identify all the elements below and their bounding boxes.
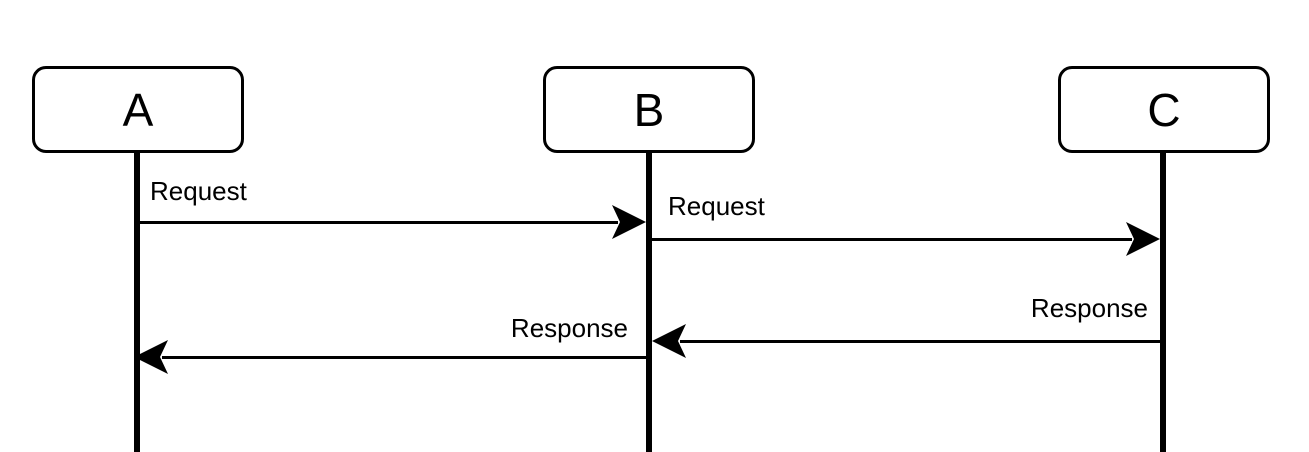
message-line-b-to-c bbox=[652, 238, 1132, 241]
actor-box-c: C bbox=[1058, 66, 1270, 153]
lifeline-b bbox=[646, 152, 652, 452]
arrowhead-right-icon bbox=[612, 205, 646, 239]
lifeline-c bbox=[1160, 152, 1166, 452]
message-label-response-2: Response bbox=[510, 313, 628, 343]
arrowhead-right-icon bbox=[1126, 222, 1160, 256]
message-line-a-to-b bbox=[137, 221, 618, 224]
arrowhead-left-icon bbox=[652, 324, 686, 358]
actor-box-a: A bbox=[32, 66, 244, 153]
actor-label-c: C bbox=[1147, 83, 1181, 136]
actor-box-b: B bbox=[543, 66, 755, 153]
message-line-c-to-b bbox=[680, 340, 1161, 343]
message-label-request-2: Request bbox=[668, 191, 765, 221]
message-label-request-1: Request bbox=[150, 176, 247, 206]
message-label-response-1: Response bbox=[1030, 293, 1148, 323]
arrowhead-left-icon bbox=[134, 340, 168, 374]
actor-label-b: B bbox=[633, 83, 665, 136]
lifeline-a bbox=[134, 152, 140, 452]
actor-label-a: A bbox=[122, 83, 154, 136]
message-line-b-to-a bbox=[162, 356, 646, 359]
